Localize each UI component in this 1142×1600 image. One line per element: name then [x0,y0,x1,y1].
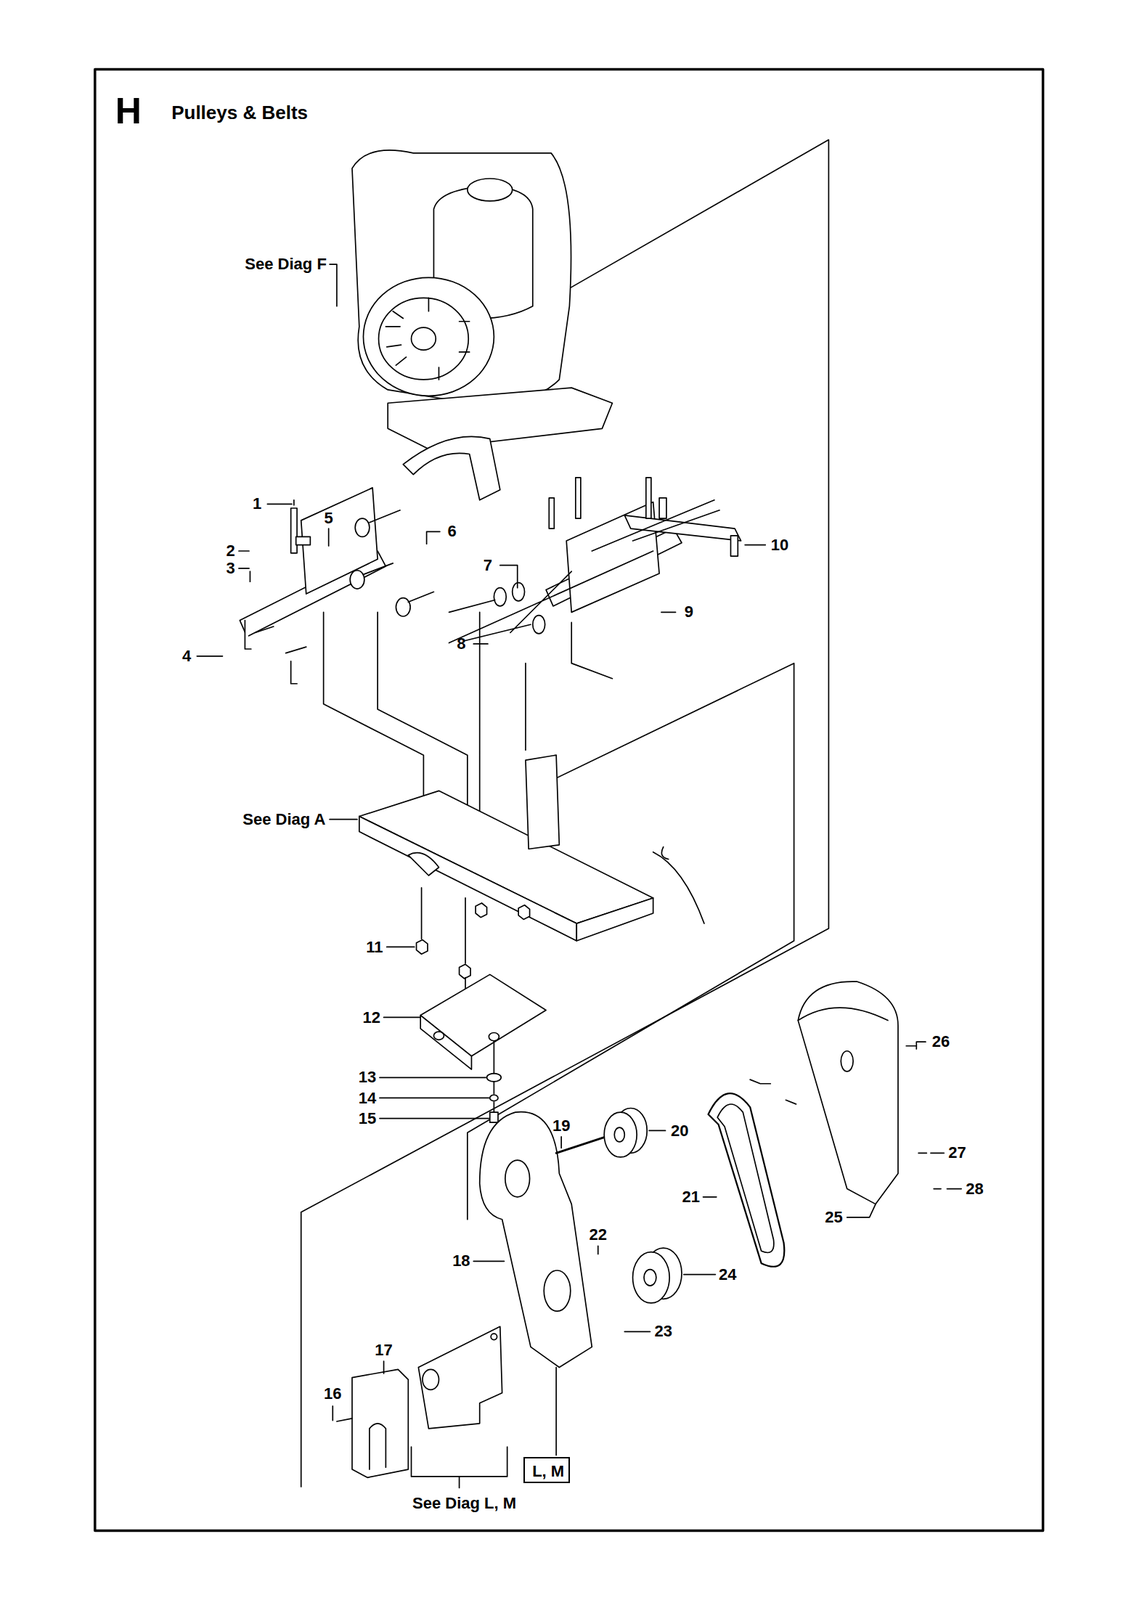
leader-line [196,503,962,1421]
bracket-plate [239,487,411,684]
callout-number: 12 [362,1009,380,1026]
section-letter: H [115,92,142,130]
guide-line [555,1367,557,1456]
shaft [449,500,720,644]
callout-number: 19 [552,1118,570,1135]
callout-number: 18 [452,1253,470,1270]
frame-beam [359,755,654,941]
callout-number: 1 [252,495,262,512]
callout-number: 10 [771,537,789,554]
assembly-outline [301,140,830,1487]
callout-number: 22 [589,1226,607,1243]
callout-number: 6 [447,523,457,540]
callout-number: 17 [374,1342,393,1359]
callout-number: 24 [718,1266,737,1283]
reference-text: L, M [532,1463,562,1480]
callout-number: 20 [670,1123,689,1140]
callout-number: 3 [226,560,236,577]
pulley [604,1107,682,1303]
plate [420,974,546,1123]
callout-number: 2 [226,543,236,560]
callout-number: See Diag F [244,256,326,273]
bracket [352,1326,503,1478]
v-belt [708,1093,785,1267]
callout-number: 8 [456,635,466,652]
engine [352,150,613,501]
fan-slots [385,297,469,379]
nut [416,903,530,979]
callout-number: 21 [681,1189,700,1206]
callout-number: 5 [324,510,334,527]
guide-line [493,1041,496,1113]
callout-number: 26 [932,1033,950,1050]
callout-number: 11 [365,939,383,956]
callout-number: 9 [684,604,694,621]
leader-line [329,818,358,821]
callout-number: 25 [824,1209,843,1226]
callout-number: See Diag L, M [412,1495,517,1512]
callout-number: 15 [358,1110,377,1127]
belt-guard [797,981,899,1205]
callout-number: 13 [358,1069,377,1086]
callout-number: 27 [948,1144,966,1161]
bracket-plate [493,477,741,634]
bolt [749,1046,941,1190]
bracket-line [336,1418,508,1489]
callout-number: 23 [654,1323,672,1340]
callout-number: 14 [358,1090,377,1107]
callout-number: 16 [323,1385,342,1402]
bolt [249,500,434,654]
callout-number: 28 [965,1181,984,1198]
diagram-title: Pulleys & Belts [171,103,308,122]
callout-number: 4 [182,648,191,665]
leader-line [329,264,337,307]
spring [653,847,705,924]
callout-number: See Diag A [242,811,326,828]
reference-box: L, M [523,1457,570,1484]
frame [95,69,1044,1532]
callout-number: 7 [483,557,493,574]
